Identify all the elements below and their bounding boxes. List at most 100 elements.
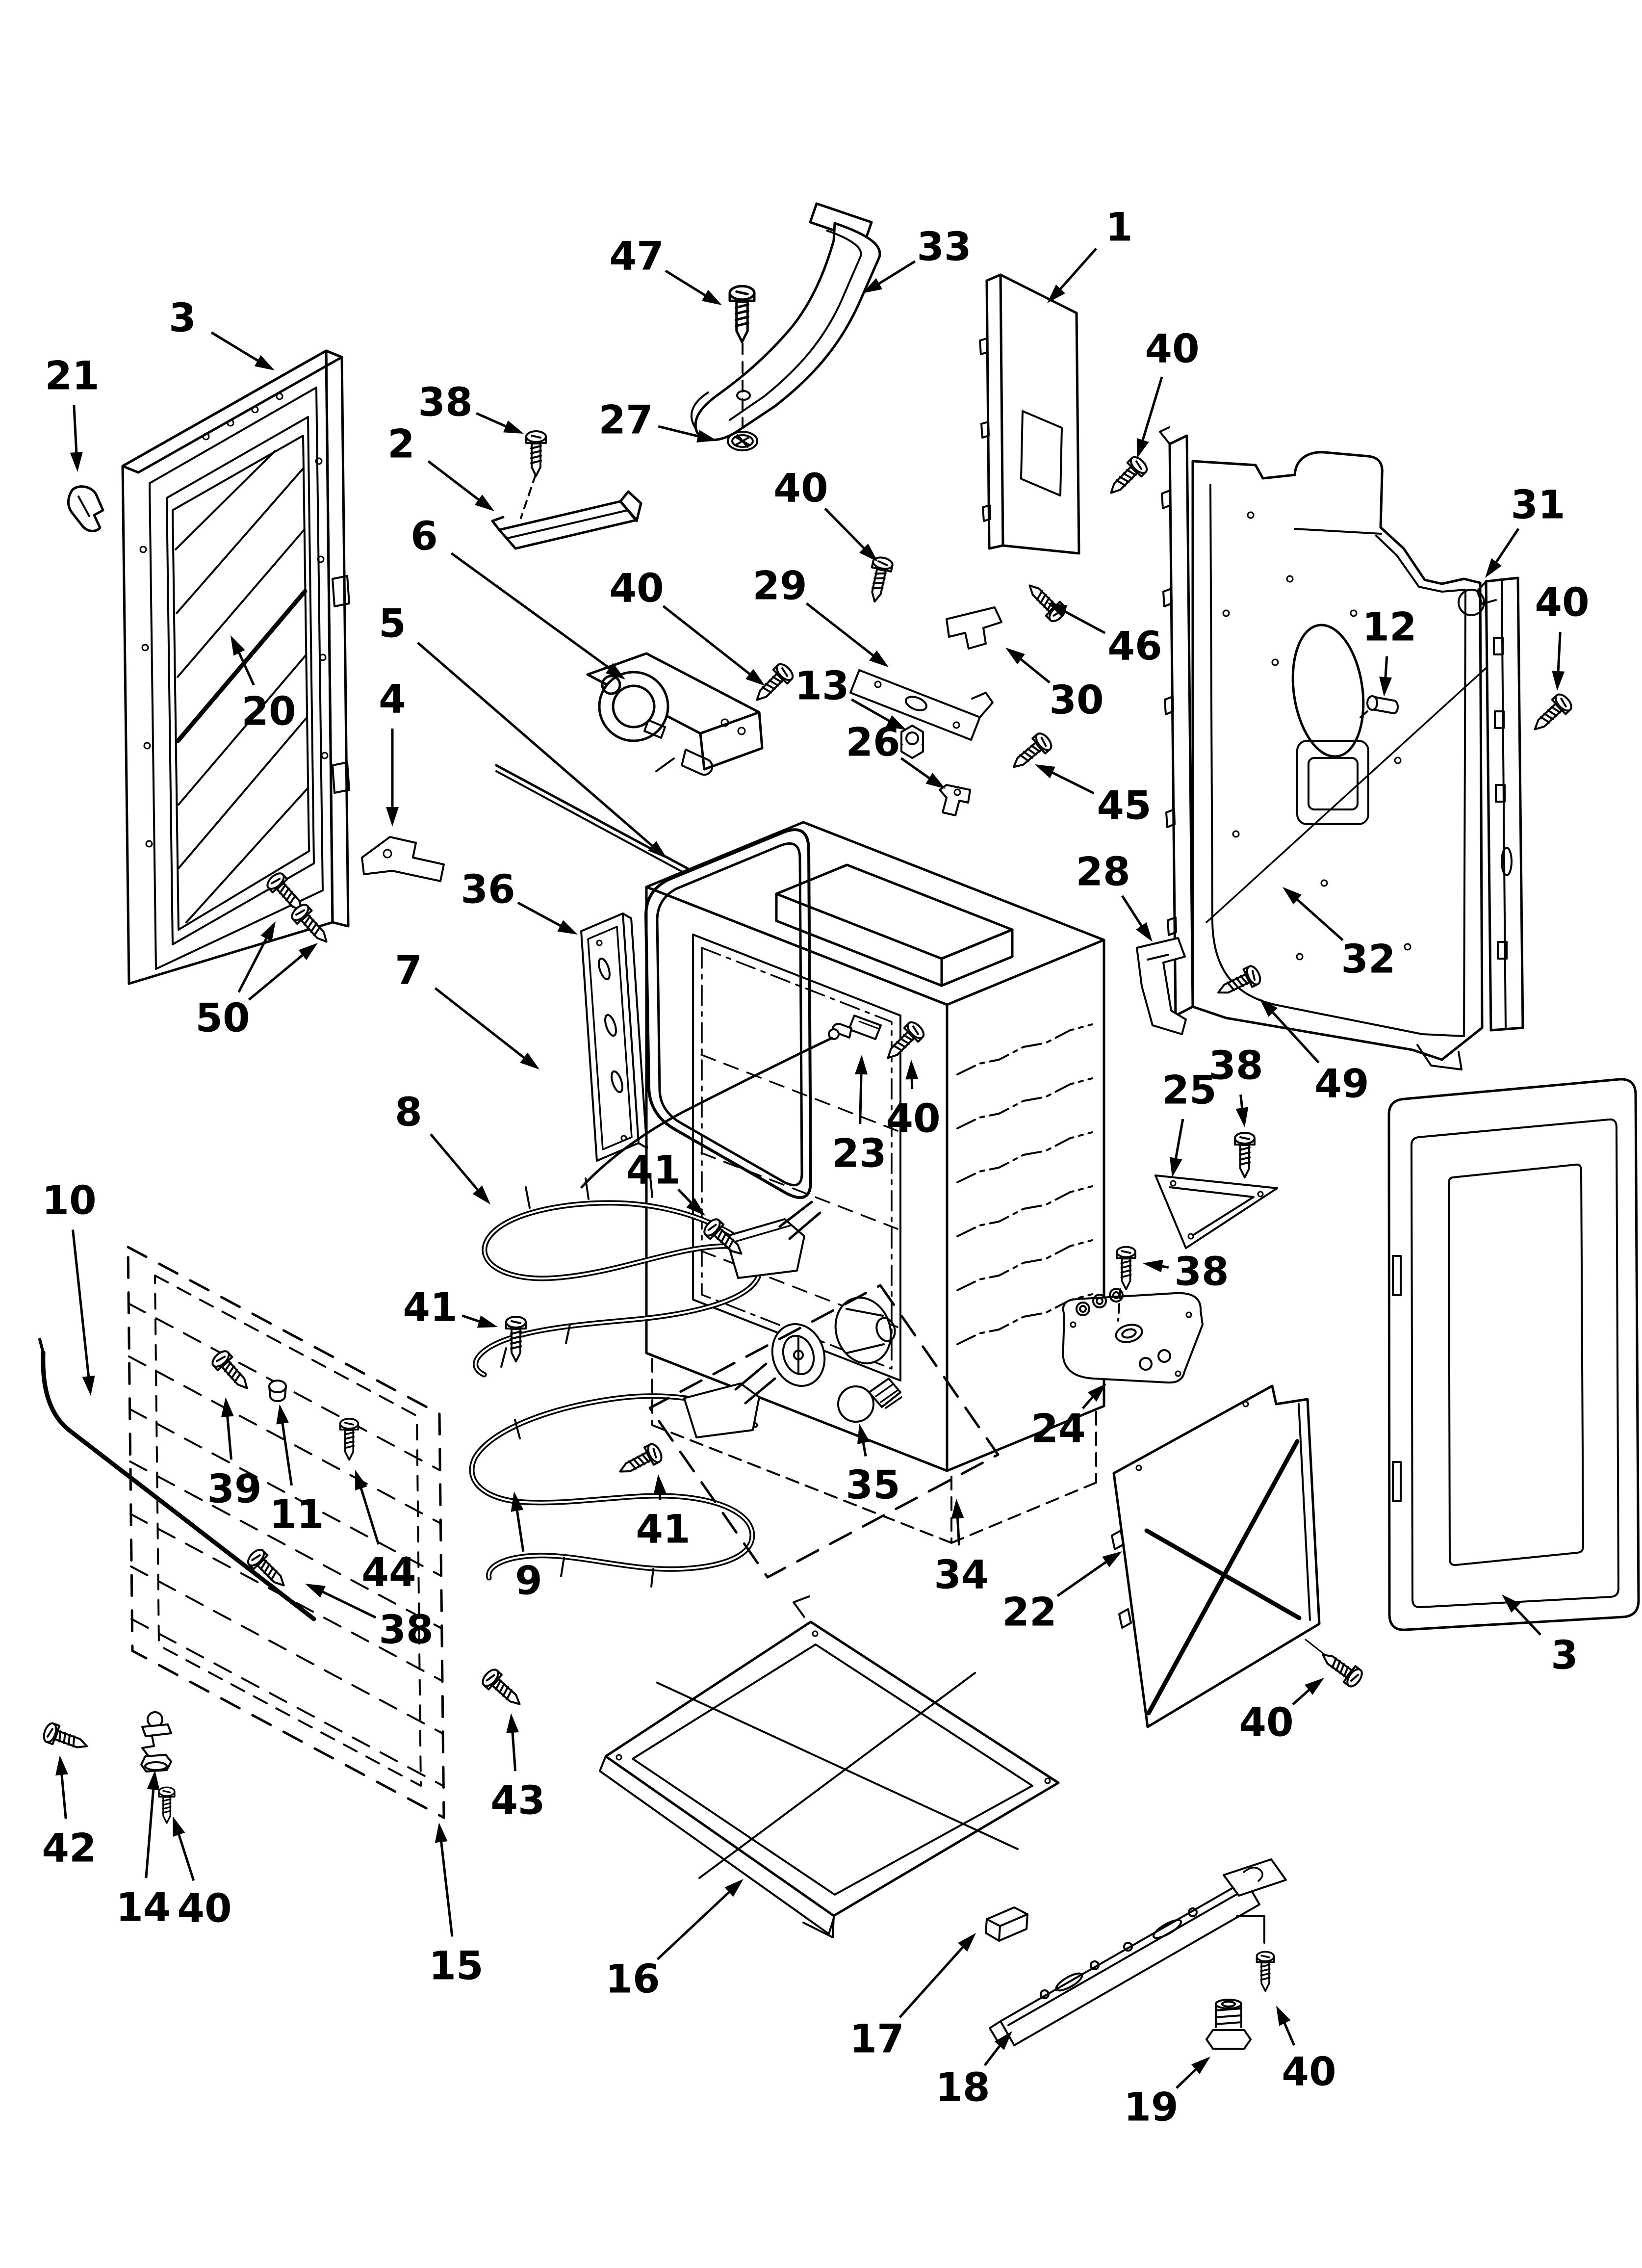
callout-arrowhead [1035, 764, 1055, 779]
callout-7: 7 [395, 948, 539, 1069]
callout-arrowhead [1191, 2057, 1210, 2074]
callout-label: 20 [241, 689, 296, 734]
callout-40: 40 [1276, 2006, 1336, 2095]
callout-40: 40 [609, 566, 765, 686]
screw-39 [210, 1348, 255, 1394]
callout-41: 41 [626, 1147, 705, 1216]
callout-label: 45 [1097, 783, 1151, 829]
callout-label: 36 [461, 867, 515, 912]
callout-arrowhead [82, 1375, 95, 1396]
door-glass-window [175, 450, 309, 923]
screw-41-broil [616, 1442, 664, 1480]
callout-41: 41 [636, 1474, 691, 1552]
callout-label: 41 [636, 1507, 690, 1552]
callout-13: 13 [795, 663, 906, 730]
callout-leader-line [898, 1943, 967, 2018]
callout-32: 32 [1283, 887, 1396, 982]
callout-label: 40 [1239, 1700, 1293, 1746]
callout-arrowhead [55, 1755, 68, 1776]
callout-label: 41 [403, 1285, 457, 1330]
callout-38: 38 [418, 380, 524, 434]
cavity-base-hidden [651, 1358, 1097, 1544]
screw-40-rear [1528, 692, 1574, 736]
callout-leader-line [1056, 247, 1098, 293]
callout-label: 34 [934, 1552, 988, 1598]
callout-leader-line [60, 1770, 67, 1819]
side-shield-panel [1111, 1384, 1321, 1728]
screw-40-leg [159, 1787, 175, 1823]
callout-arrowhead [520, 1052, 539, 1069]
callout-leader-line [515, 1506, 525, 1552]
grommet-11 [268, 1380, 287, 1402]
rear-panel [1159, 426, 1511, 1070]
rear-side-trim [1476, 576, 1524, 1032]
callout-10: 10 [42, 1178, 97, 1396]
callout-label: 21 [45, 353, 99, 399]
callout-label: 31 [1511, 482, 1565, 528]
callout-42: 42 [42, 1755, 97, 1871]
callout-29: 29 [752, 563, 889, 667]
callout-label: 41 [626, 1147, 680, 1193]
callout-leader-line [859, 1069, 863, 1124]
callout-leader-line [956, 1513, 961, 1546]
callout-label: 23 [832, 1131, 886, 1176]
callout-1: 1 [1047, 205, 1133, 303]
screw-38-bracket [1235, 1133, 1255, 1177]
callout-arrowhead [1283, 887, 1302, 905]
callout-arrowhead [886, 715, 906, 730]
callout-arrowhead [503, 420, 524, 434]
broiler-support-plate [1062, 1288, 1204, 1384]
door-clip [67, 485, 104, 532]
callout-label: 1 [1105, 205, 1133, 250]
callout-arrowhead [958, 1933, 976, 1952]
screw-38-top [526, 431, 546, 476]
leveling-leg-14 [140, 1711, 172, 1773]
callout-leader-line [656, 1888, 734, 1960]
callout-arrowhead [386, 807, 399, 827]
screw-40-pointer [1236, 1915, 1265, 1944]
callout-leader-line [476, 412, 511, 430]
light-kit-boundary [648, 1284, 1000, 1579]
callout-39: 39 [207, 1397, 262, 1512]
callout-arrowhead [701, 289, 722, 305]
callout-arrowhead [435, 1823, 448, 1843]
callout-label: 26 [846, 720, 900, 765]
callout-label: 40 [1535, 580, 1589, 626]
callout-leader-line [1174, 1119, 1184, 1164]
callout-40: 40 [886, 1060, 941, 1142]
callout-label: 17 [849, 2016, 904, 2062]
callout-leader-line [662, 605, 754, 678]
callout-25: 25 [1162, 1068, 1217, 1177]
side-filler-panel [979, 273, 1080, 555]
callout-leader-line [1140, 376, 1163, 445]
callout-leader-line [1016, 655, 1051, 684]
callout-leader-line [427, 460, 484, 504]
callout-arrowhead [696, 430, 717, 443]
callout-label: 29 [752, 563, 807, 609]
callout-label: 38 [1208, 1043, 1263, 1089]
callout-arrowhead [951, 1499, 964, 1519]
screw-42 [42, 1721, 90, 1755]
screw-40-shield [1317, 1647, 1365, 1689]
callout-arrowhead [1276, 2006, 1291, 2026]
callout-leader-line [824, 507, 869, 553]
callout-label: 33 [917, 224, 971, 270]
callout-21: 21 [45, 353, 100, 472]
drawer-clip-17 [985, 1906, 1028, 1942]
callout-label: 39 [207, 1466, 261, 1512]
callout-23: 23 [832, 1055, 887, 1176]
screw-38-plate [1117, 1247, 1135, 1289]
callout-arrowhead [1502, 1594, 1520, 1613]
callout-label: 35 [846, 1462, 900, 1508]
window-gasket-frame [580, 912, 648, 1162]
callout-arrowhead [1136, 438, 1149, 459]
callout-label: 47 [609, 234, 664, 279]
screw-40-keeper [865, 556, 894, 603]
clip-nut-26 [939, 784, 971, 816]
callout-leader-line [145, 1784, 155, 1878]
callout-arrowhead [1235, 1107, 1249, 1127]
callout-4: 4 [379, 677, 406, 827]
callout-leader-line [874, 260, 916, 287]
callout-leader-line [417, 642, 657, 850]
